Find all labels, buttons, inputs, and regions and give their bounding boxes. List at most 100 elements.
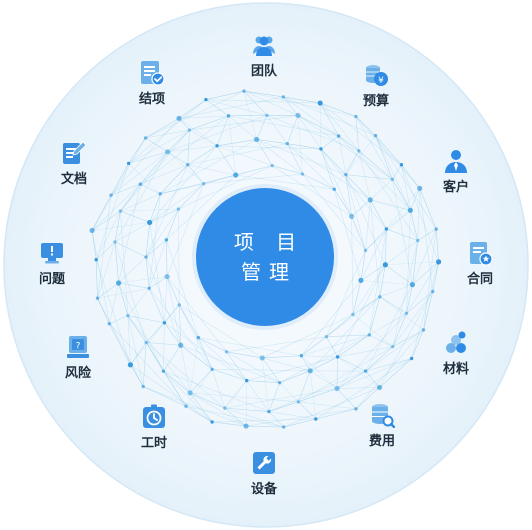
- mesh-dot: [162, 321, 167, 325]
- center-hub[interactable]: 项 目 管理: [196, 188, 334, 326]
- mesh-dot: [354, 407, 358, 411]
- mesh-line: [189, 369, 213, 394]
- coins-icon: ¥: [366, 65, 388, 86]
- mesh-line: [146, 342, 181, 346]
- mesh-line: [417, 188, 421, 241]
- mesh-dot: [164, 238, 169, 242]
- mesh-line: [167, 129, 190, 153]
- mesh-line: [334, 150, 360, 190]
- mesh-line: [163, 370, 191, 394]
- mesh-dot: [210, 420, 214, 424]
- mesh-dot: [109, 193, 113, 197]
- mesh-line: [358, 150, 418, 241]
- mesh-line: [336, 358, 412, 389]
- mesh-line: [187, 164, 204, 184]
- mesh-line: [130, 364, 144, 387]
- mesh-line: [298, 388, 338, 403]
- mesh-line: [178, 304, 199, 338]
- mesh-dot: [265, 113, 269, 118]
- node-team[interactable]: 团队: [232, 32, 296, 80]
- mesh-line: [163, 370, 270, 412]
- mesh-line: [189, 115, 299, 131]
- node-equipment[interactable]: 设备: [232, 450, 296, 498]
- mesh-line: [120, 211, 129, 316]
- mesh-line: [164, 304, 180, 323]
- node-equipment-label: 设备: [250, 482, 277, 497]
- client-icon: [445, 150, 467, 173]
- mesh-line: [205, 99, 267, 116]
- mesh-line: [355, 387, 380, 410]
- database-icon: [372, 404, 395, 428]
- mesh-line: [298, 346, 393, 403]
- mesh-dot: [143, 136, 148, 140]
- mesh-line: [96, 241, 116, 260]
- node-risk[interactable]: ? 风险: [46, 334, 110, 382]
- mesh-dot: [382, 262, 388, 268]
- mesh-line: [166, 239, 168, 277]
- mesh-line: [178, 183, 204, 210]
- mesh-line: [92, 222, 150, 231]
- mesh-line: [337, 387, 380, 389]
- node-closure[interactable]: 结项: [120, 60, 184, 108]
- mesh-line: [345, 135, 376, 175]
- mesh-line: [385, 240, 418, 265]
- mesh-line: [261, 357, 280, 383]
- mesh-line: [149, 222, 165, 323]
- node-contract[interactable]: 合同: [448, 240, 512, 288]
- node-timesheet[interactable]: 工时: [122, 404, 186, 452]
- mesh-dot: [357, 149, 361, 153]
- mesh-line: [370, 179, 393, 201]
- mesh-line: [114, 222, 150, 243]
- node-material[interactable]: 材料: [424, 330, 488, 378]
- mesh-line: [166, 276, 227, 352]
- mesh-line: [226, 351, 247, 381]
- node-client[interactable]: 客户: [424, 148, 488, 196]
- mesh-line: [118, 282, 164, 372]
- mesh-line: [166, 174, 236, 241]
- mesh-dot: [226, 114, 231, 118]
- center-title-line2: 管理: [241, 260, 297, 284]
- mesh-line: [245, 380, 248, 427]
- mesh-line: [283, 96, 376, 136]
- mesh-line: [246, 380, 280, 383]
- mesh-dot: [416, 238, 420, 243]
- mesh-dot: [126, 313, 130, 318]
- node-expense[interactable]: 费用: [350, 402, 414, 450]
- mesh-line: [386, 228, 418, 241]
- mesh-line: [143, 386, 187, 407]
- mesh-line: [145, 118, 180, 139]
- mesh-line: [298, 370, 311, 402]
- node-issue[interactable]: 问题: [20, 240, 84, 288]
- node-expense-label: 费用: [368, 434, 395, 449]
- mesh-line: [149, 193, 161, 223]
- wrench-icon: [253, 452, 275, 474]
- mesh-line: [185, 405, 213, 423]
- mesh-line: [268, 411, 284, 428]
- mesh-dot: [126, 161, 131, 166]
- mesh-line: [178, 99, 207, 119]
- node-budget[interactable]: ¥ 预算: [344, 62, 408, 110]
- mesh-line: [164, 322, 181, 346]
- monitor-alert-icon: [41, 243, 63, 264]
- mesh-line: [118, 184, 141, 284]
- document-edit-icon: [63, 141, 87, 164]
- mesh-line: [365, 284, 413, 372]
- mesh-line: [140, 164, 188, 185]
- mesh-line: [109, 315, 129, 325]
- mesh-line: [319, 102, 360, 152]
- mesh-line: [217, 139, 257, 147]
- mesh-line: [120, 193, 161, 212]
- mesh-dot: [409, 356, 414, 361]
- mesh-dot: [354, 114, 358, 119]
- mesh-line: [345, 150, 360, 175]
- mesh-dot: [144, 340, 148, 345]
- mesh-dot: [421, 328, 426, 332]
- node-document[interactable]: 文档: [42, 140, 106, 188]
- mesh-dot: [215, 144, 219, 148]
- mesh-line: [109, 282, 119, 324]
- mesh-line: [392, 329, 424, 347]
- node-timesheet-label: 工时: [140, 436, 167, 451]
- mesh-line: [110, 163, 129, 196]
- mesh-line: [91, 210, 121, 231]
